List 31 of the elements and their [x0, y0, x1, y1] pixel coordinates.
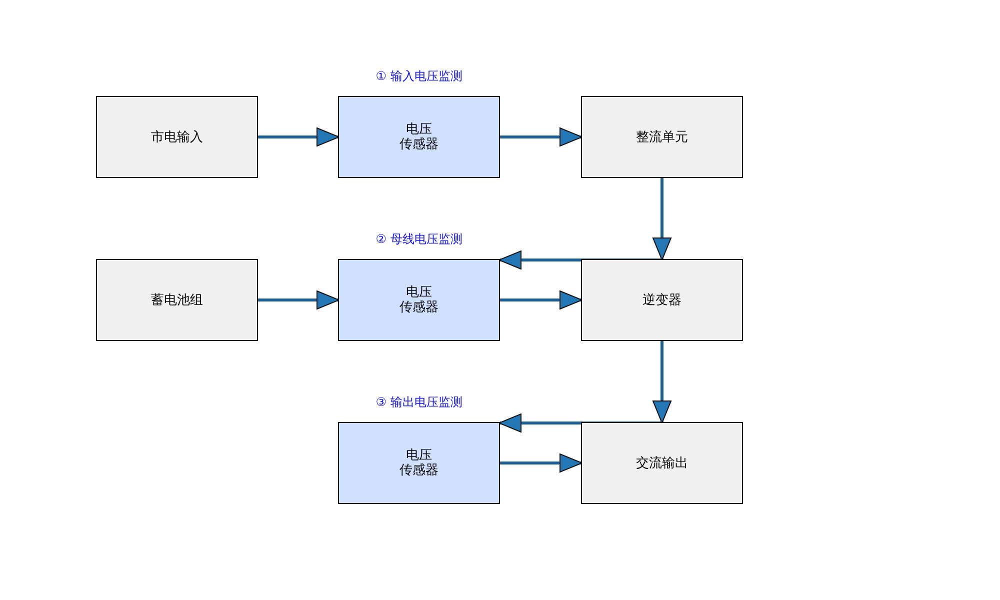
arrow: [652, 178, 672, 260]
box-label: 传感器: [400, 300, 438, 315]
box-label: 电压: [406, 285, 432, 300]
box-label: 传感器: [400, 463, 438, 478]
box-label: 市电输入: [151, 130, 203, 144]
arrow: [258, 128, 340, 146]
process-box: [96, 96, 258, 178]
box-label: 整流单元: [636, 130, 688, 144]
box-label: 传感器: [400, 137, 438, 152]
process-box: [581, 96, 743, 178]
arrow: [500, 454, 582, 472]
arrow: [500, 128, 582, 146]
process-box: [581, 259, 743, 341]
box-label: 电压: [406, 122, 432, 137]
monitor-caption: ① 输入电压监测: [374, 68, 464, 85]
process-box: [96, 259, 258, 341]
arrow: [500, 290, 582, 310]
arrow: [498, 250, 662, 270]
sensor-box: [338, 259, 500, 341]
box-label: 电压: [406, 448, 432, 463]
monitor-caption: ③ 输出电压监测: [374, 394, 464, 411]
box-label: 逆变器: [642, 292, 682, 308]
box-label: 交流输出: [636, 456, 688, 470]
monitor-caption: ② 母线电压监测: [374, 231, 464, 248]
process-box: [581, 422, 743, 504]
arrow: [498, 414, 662, 432]
sensor-box: [338, 96, 500, 178]
arrow: [652, 341, 672, 424]
box-label: 蓄电池组: [151, 292, 203, 308]
arrow: [258, 290, 340, 310]
sensor-box: [338, 422, 500, 504]
